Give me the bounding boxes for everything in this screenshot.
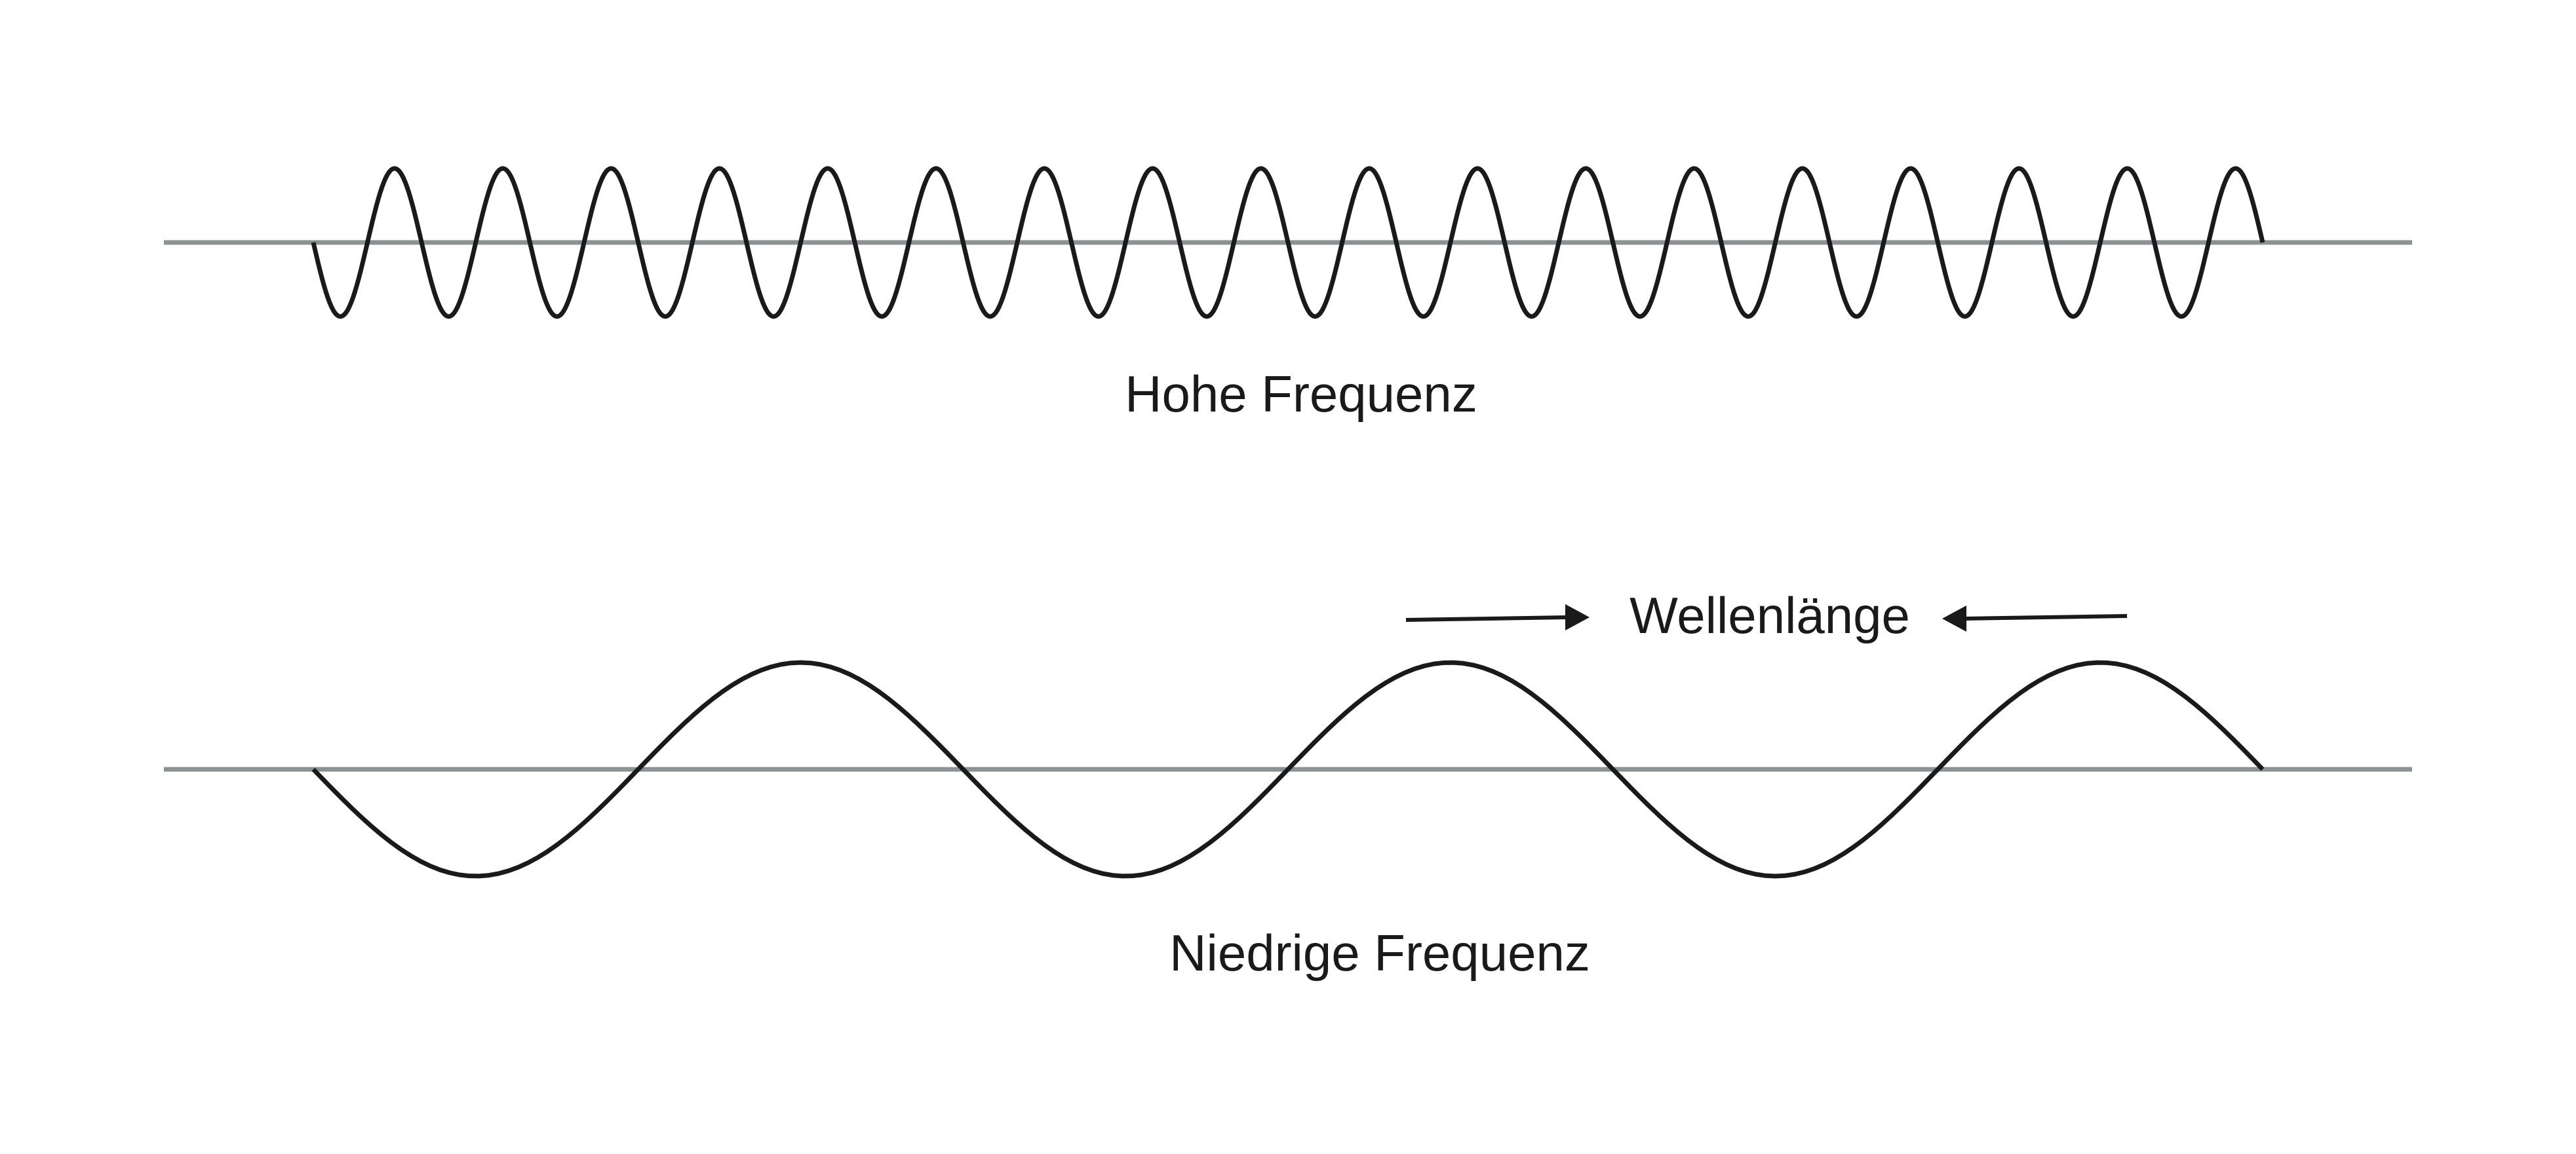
low-frequency-section: Niedrige Frequenz (164, 660, 2412, 982)
high-frequency-section: Hohe Frequenz (164, 166, 2412, 423)
wavelength-label: Wellenlänge (1630, 587, 1910, 644)
wavelength-arrow-left-head (1942, 606, 1966, 632)
wavelength-annotation: Wellenlänge (1405, 587, 2128, 644)
wavelength-arrow-right-head (1565, 604, 1590, 630)
low-frequency-wave (311, 660, 2265, 879)
low-frequency-label: Niedrige Frequenz (1169, 924, 1590, 982)
wavelength-arrow-right-shaft (1405, 615, 1569, 622)
high-frequency-wave (311, 166, 2265, 319)
high-frequency-label: Hohe Frequenz (1125, 365, 1477, 423)
wavelength-arrow-left-shaft (1963, 614, 2128, 621)
